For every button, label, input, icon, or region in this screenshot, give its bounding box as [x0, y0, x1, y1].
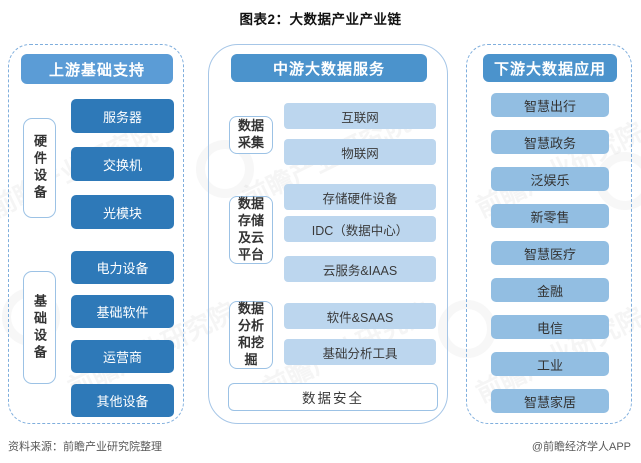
node-power-equipment: 电力设备 — [71, 251, 174, 284]
node-internet: 互联网 — [284, 103, 436, 129]
node-basic-software: 基础软件 — [71, 295, 174, 328]
node-data-security: 数据安全 — [228, 383, 438, 411]
node-smart-healthcare: 智慧医疗 — [491, 241, 609, 265]
midstream-header: 中游大数据服务 — [231, 54, 427, 82]
upstream-header: 上游基础支持 — [21, 54, 173, 84]
data-analysis-mining-label: 数据分析和挖掘 — [229, 301, 273, 369]
node-analysis-tools: 基础分析工具 — [284, 339, 436, 365]
app-credit: @前瞻经济学人APP — [531, 441, 631, 453]
downstream-panel: 下游大数据应用 智慧出行 智慧政务 泛娱乐 新零售 智慧医疗 金融 电信 工业 … — [466, 44, 632, 424]
data-collection-label: 数据采集 — [229, 116, 273, 154]
source-note: 资料来源：前瞻产业研究院整理 — [8, 441, 162, 453]
node-pan-entertainment: 泛娱乐 — [491, 167, 609, 191]
midstream-panel: 中游大数据服务 数据采集 互联网 物联网 数据存储及云平台 存储硬件设备 IDC… — [208, 44, 448, 424]
node-industry: 工业 — [491, 352, 609, 376]
node-new-retail: 新零售 — [491, 204, 609, 228]
node-finance: 金融 — [491, 278, 609, 302]
node-iot: 物联网 — [284, 139, 436, 165]
basic-equipment-group-label: 基础设备 — [23, 271, 56, 384]
node-server: 服务器 — [71, 99, 174, 133]
node-smart-home: 智慧家居 — [491, 389, 609, 413]
downstream-header: 下游大数据应用 — [483, 54, 617, 82]
node-optical-module: 光模块 — [71, 195, 174, 229]
node-operator: 运营商 — [71, 340, 174, 373]
node-other-equipment: 其他设备 — [71, 384, 174, 417]
data-storage-cloud-label: 数据存储及云平台 — [229, 196, 273, 264]
figure-title: 图表2：大数据产业产业链 — [239, 12, 402, 27]
node-idc-datacenter: IDC（数据中心） — [284, 216, 436, 242]
node-software-saas: 软件&SAAS — [284, 303, 436, 329]
node-storage-hardware: 存储硬件设备 — [284, 184, 436, 210]
hardware-group-label: 硬件设备 — [23, 118, 56, 218]
upstream-panel: 上游基础支持 硬件设备 服务器 交换机 光模块 基础设备 电力设备 基础软件 运… — [8, 44, 184, 424]
node-smart-travel: 智慧出行 — [491, 93, 609, 117]
node-smart-government: 智慧政务 — [491, 130, 609, 154]
node-switch: 交换机 — [71, 147, 174, 181]
node-cloud-iaas: 云服务&IAAS — [284, 256, 436, 282]
node-telecom: 电信 — [491, 315, 609, 339]
